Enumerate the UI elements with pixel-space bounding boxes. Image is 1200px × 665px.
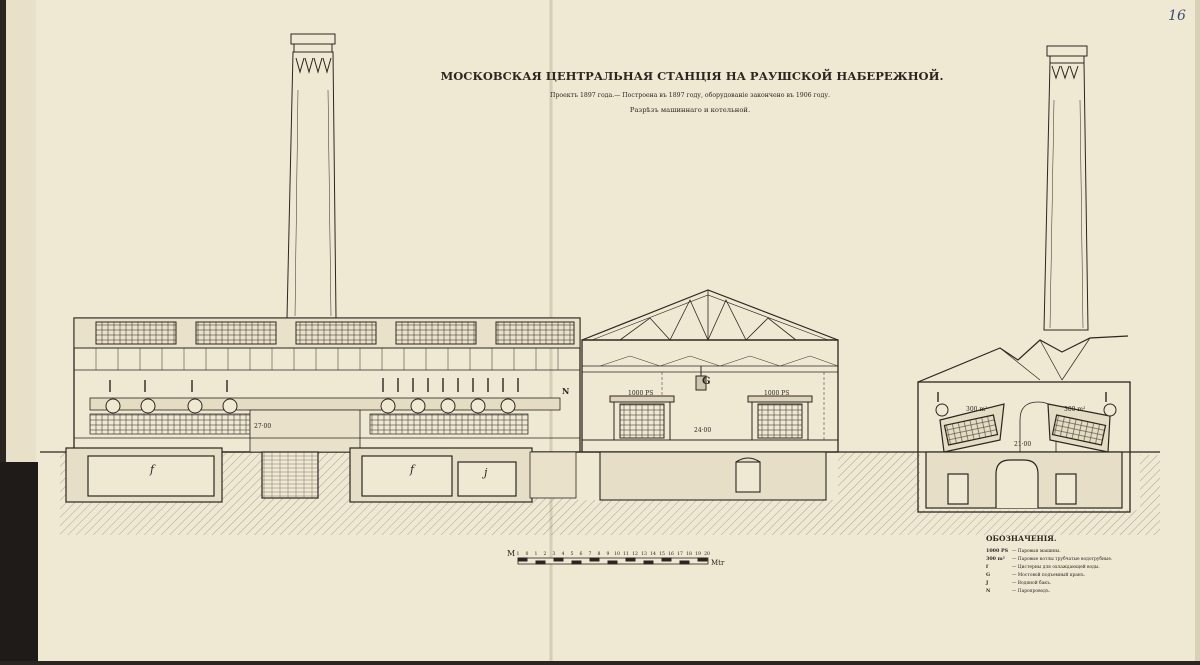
- label-dim-2: 21·00: [1014, 441, 1031, 448]
- legend-text: — Мостовой подъемный кранъ.: [1012, 573, 1085, 578]
- legend-heading: ОБОЗНАЧЕНІЯ.: [986, 534, 1056, 543]
- scale-tick-label: 18: [686, 551, 692, 557]
- label-g: G: [702, 376, 711, 387]
- label-boiler-1: 300 m²: [966, 406, 988, 413]
- page-number: 16: [1168, 8, 1186, 24]
- legend-list: 1000 PS— Паровыя машины. 300 m² — Паровые …: [985, 548, 1112, 594]
- scale-tick-label: 2: [544, 551, 547, 557]
- label-dim-3: 27·00: [254, 423, 271, 430]
- scale-tick-label: 16: [668, 551, 674, 557]
- label-f-left: f: [149, 463, 156, 476]
- basement-tanks: [65, 447, 577, 503]
- steam-engines: [609, 366, 813, 441]
- binding-edge: [0, 462, 38, 661]
- legend-key: 300 m²: [986, 556, 1005, 562]
- scale-tick-label: 7: [589, 551, 592, 557]
- scale-tick-label: 1: [517, 551, 520, 557]
- boiler-drums: [105, 378, 519, 414]
- scale-tick-label: 1: [535, 551, 538, 557]
- scale-tick-label: 15: [659, 551, 665, 557]
- boiler-room-section: [917, 335, 1131, 513]
- label-f-mid: f: [409, 463, 416, 476]
- label-j: j: [481, 466, 488, 479]
- scale-left-label: M: [507, 549, 515, 558]
- right-chimney: [1043, 45, 1089, 331]
- left-margin-strip: [6, 0, 36, 462]
- scale-tick-label: 3: [553, 551, 556, 557]
- scale-tick-label: 14: [650, 551, 656, 557]
- drawing-subtitle: Проектъ 1897 года.— Построена въ 1897 го…: [550, 92, 830, 99]
- legend-key: G: [986, 572, 990, 578]
- scale-tick-label: 8: [598, 551, 601, 557]
- legend-key: N: [986, 588, 991, 594]
- section-caption: Разрѣзъ машиннаго и котельной.: [630, 106, 750, 114]
- label-dim-1: 24·00: [694, 427, 711, 434]
- right-edge: [1195, 0, 1200, 661]
- scale-tick-label: 19: [695, 551, 701, 557]
- scale-tick-label: 12: [632, 551, 638, 557]
- label-boiler-2: 300 m²: [1064, 406, 1086, 413]
- scale-tick-label: 11: [623, 551, 629, 557]
- legend-text: — Паровыя машины.: [1012, 549, 1061, 554]
- scale-tick-label: 4: [562, 551, 565, 557]
- scale-tick-label: 0: [526, 551, 529, 557]
- label-engine-hp-1: 1000 PS: [628, 390, 653, 397]
- label-n: N: [562, 386, 569, 396]
- boiler-drums-right: [935, 392, 1117, 417]
- legend-key: J: [985, 580, 989, 586]
- scale-tick-label: 20: [704, 551, 710, 557]
- scale-tick-label: 13: [641, 551, 647, 557]
- scale-right-label: Mtr: [711, 559, 725, 567]
- label-engine-hp-2: 1000 PS: [764, 390, 789, 397]
- scale-tick-label: 5: [571, 551, 574, 557]
- scale-tick-label: 10: [614, 551, 620, 557]
- scale-tick-label: 17: [677, 551, 683, 557]
- legend-text: — Паропроводъ.: [1012, 589, 1050, 594]
- legend-key: f: [986, 564, 989, 570]
- left-chimney: [286, 33, 337, 319]
- scale-bar-graphic: [517, 557, 709, 565]
- scale-tick-label: 6: [580, 551, 583, 557]
- drawing-title: МОСКОВСКАЯ ЦЕНТРАЛЬНАЯ СТАНЦІЯ НА РАУШСК…: [441, 68, 944, 83]
- legend-text: — Паровые котлы трубчатые водотрубные.: [1012, 557, 1112, 562]
- ground-hatching: [60, 452, 1160, 535]
- legend-text: — Водяной бакъ.: [1012, 581, 1051, 586]
- engine-hall-basement: [599, 451, 827, 501]
- legend-key: 1000 PS: [986, 548, 1009, 554]
- legend-text: — Цистерны для охлаждающей воды.: [1012, 565, 1100, 570]
- scale-tick-label: 9: [607, 551, 610, 557]
